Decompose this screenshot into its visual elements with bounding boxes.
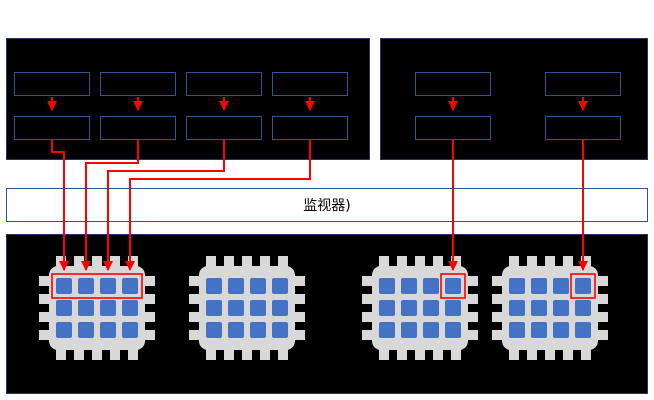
cpu-core — [272, 278, 288, 294]
cpu-core — [509, 278, 525, 294]
process-box — [272, 116, 348, 140]
core-grid — [56, 278, 138, 338]
cpu-core — [100, 300, 116, 316]
cpu-core — [228, 322, 244, 338]
cpu-core — [228, 300, 244, 316]
cpu-core — [531, 322, 547, 338]
cpu-core — [553, 278, 569, 294]
cpu-core — [122, 278, 138, 294]
cpu-core — [78, 322, 94, 338]
cpu-core — [401, 322, 417, 338]
cpu-core — [78, 278, 94, 294]
cpu-core — [100, 322, 116, 338]
cpu-core — [122, 322, 138, 338]
cpu-core — [423, 278, 439, 294]
process-box — [14, 72, 90, 96]
cpu-core — [531, 278, 547, 294]
cpu-core — [272, 300, 288, 316]
right-process-panel — [380, 38, 648, 160]
cpu-core — [206, 278, 222, 294]
cpu-core — [401, 278, 417, 294]
cpu-core — [250, 300, 266, 316]
process-box — [545, 116, 621, 140]
left-process-panel — [6, 38, 370, 160]
cpu-core — [575, 300, 591, 316]
process-box — [100, 72, 176, 96]
process-box — [14, 116, 90, 140]
core-grid — [509, 278, 591, 338]
cpu-core — [445, 278, 461, 294]
process-box — [415, 72, 491, 96]
cpu-core — [78, 300, 94, 316]
cpu-core — [553, 322, 569, 338]
cpu-core — [445, 300, 461, 316]
process-box — [186, 116, 262, 140]
cpu-core — [509, 300, 525, 316]
core-grid — [206, 278, 288, 338]
process-box — [415, 116, 491, 140]
cpu-core — [56, 278, 72, 294]
cpu-core — [423, 300, 439, 316]
cpu-core — [575, 278, 591, 294]
cpu-chip-4 — [492, 256, 608, 360]
cpu-core — [122, 300, 138, 316]
cpu-core — [272, 322, 288, 338]
cpu-chip-3 — [362, 256, 478, 360]
process-box — [100, 116, 176, 140]
core-grid — [379, 278, 461, 338]
cpu-core — [379, 322, 395, 338]
cpu-core — [423, 322, 439, 338]
cpu-core — [206, 322, 222, 338]
cpu-core — [401, 300, 417, 316]
cpu-core — [379, 278, 395, 294]
cpu-core — [228, 278, 244, 294]
cpu-core — [250, 278, 266, 294]
process-box — [186, 72, 262, 96]
process-box — [545, 72, 621, 96]
monitor-label: 监视器) — [303, 198, 351, 214]
cpu-core — [531, 300, 547, 316]
cpu-core — [56, 300, 72, 316]
cpu-core — [379, 300, 395, 316]
cpu-core — [445, 322, 461, 338]
cpu-core — [553, 300, 569, 316]
cpu-chip-1 — [39, 256, 155, 360]
process-box — [272, 72, 348, 96]
cpu-core — [206, 300, 222, 316]
cpu-core — [575, 322, 591, 338]
cpu-core — [100, 278, 116, 294]
cpu-chip-2 — [189, 256, 305, 360]
monitor-band: 监视器) — [6, 188, 648, 222]
cpu-core — [56, 322, 72, 338]
cpu-core — [250, 322, 266, 338]
cpu-core — [509, 322, 525, 338]
